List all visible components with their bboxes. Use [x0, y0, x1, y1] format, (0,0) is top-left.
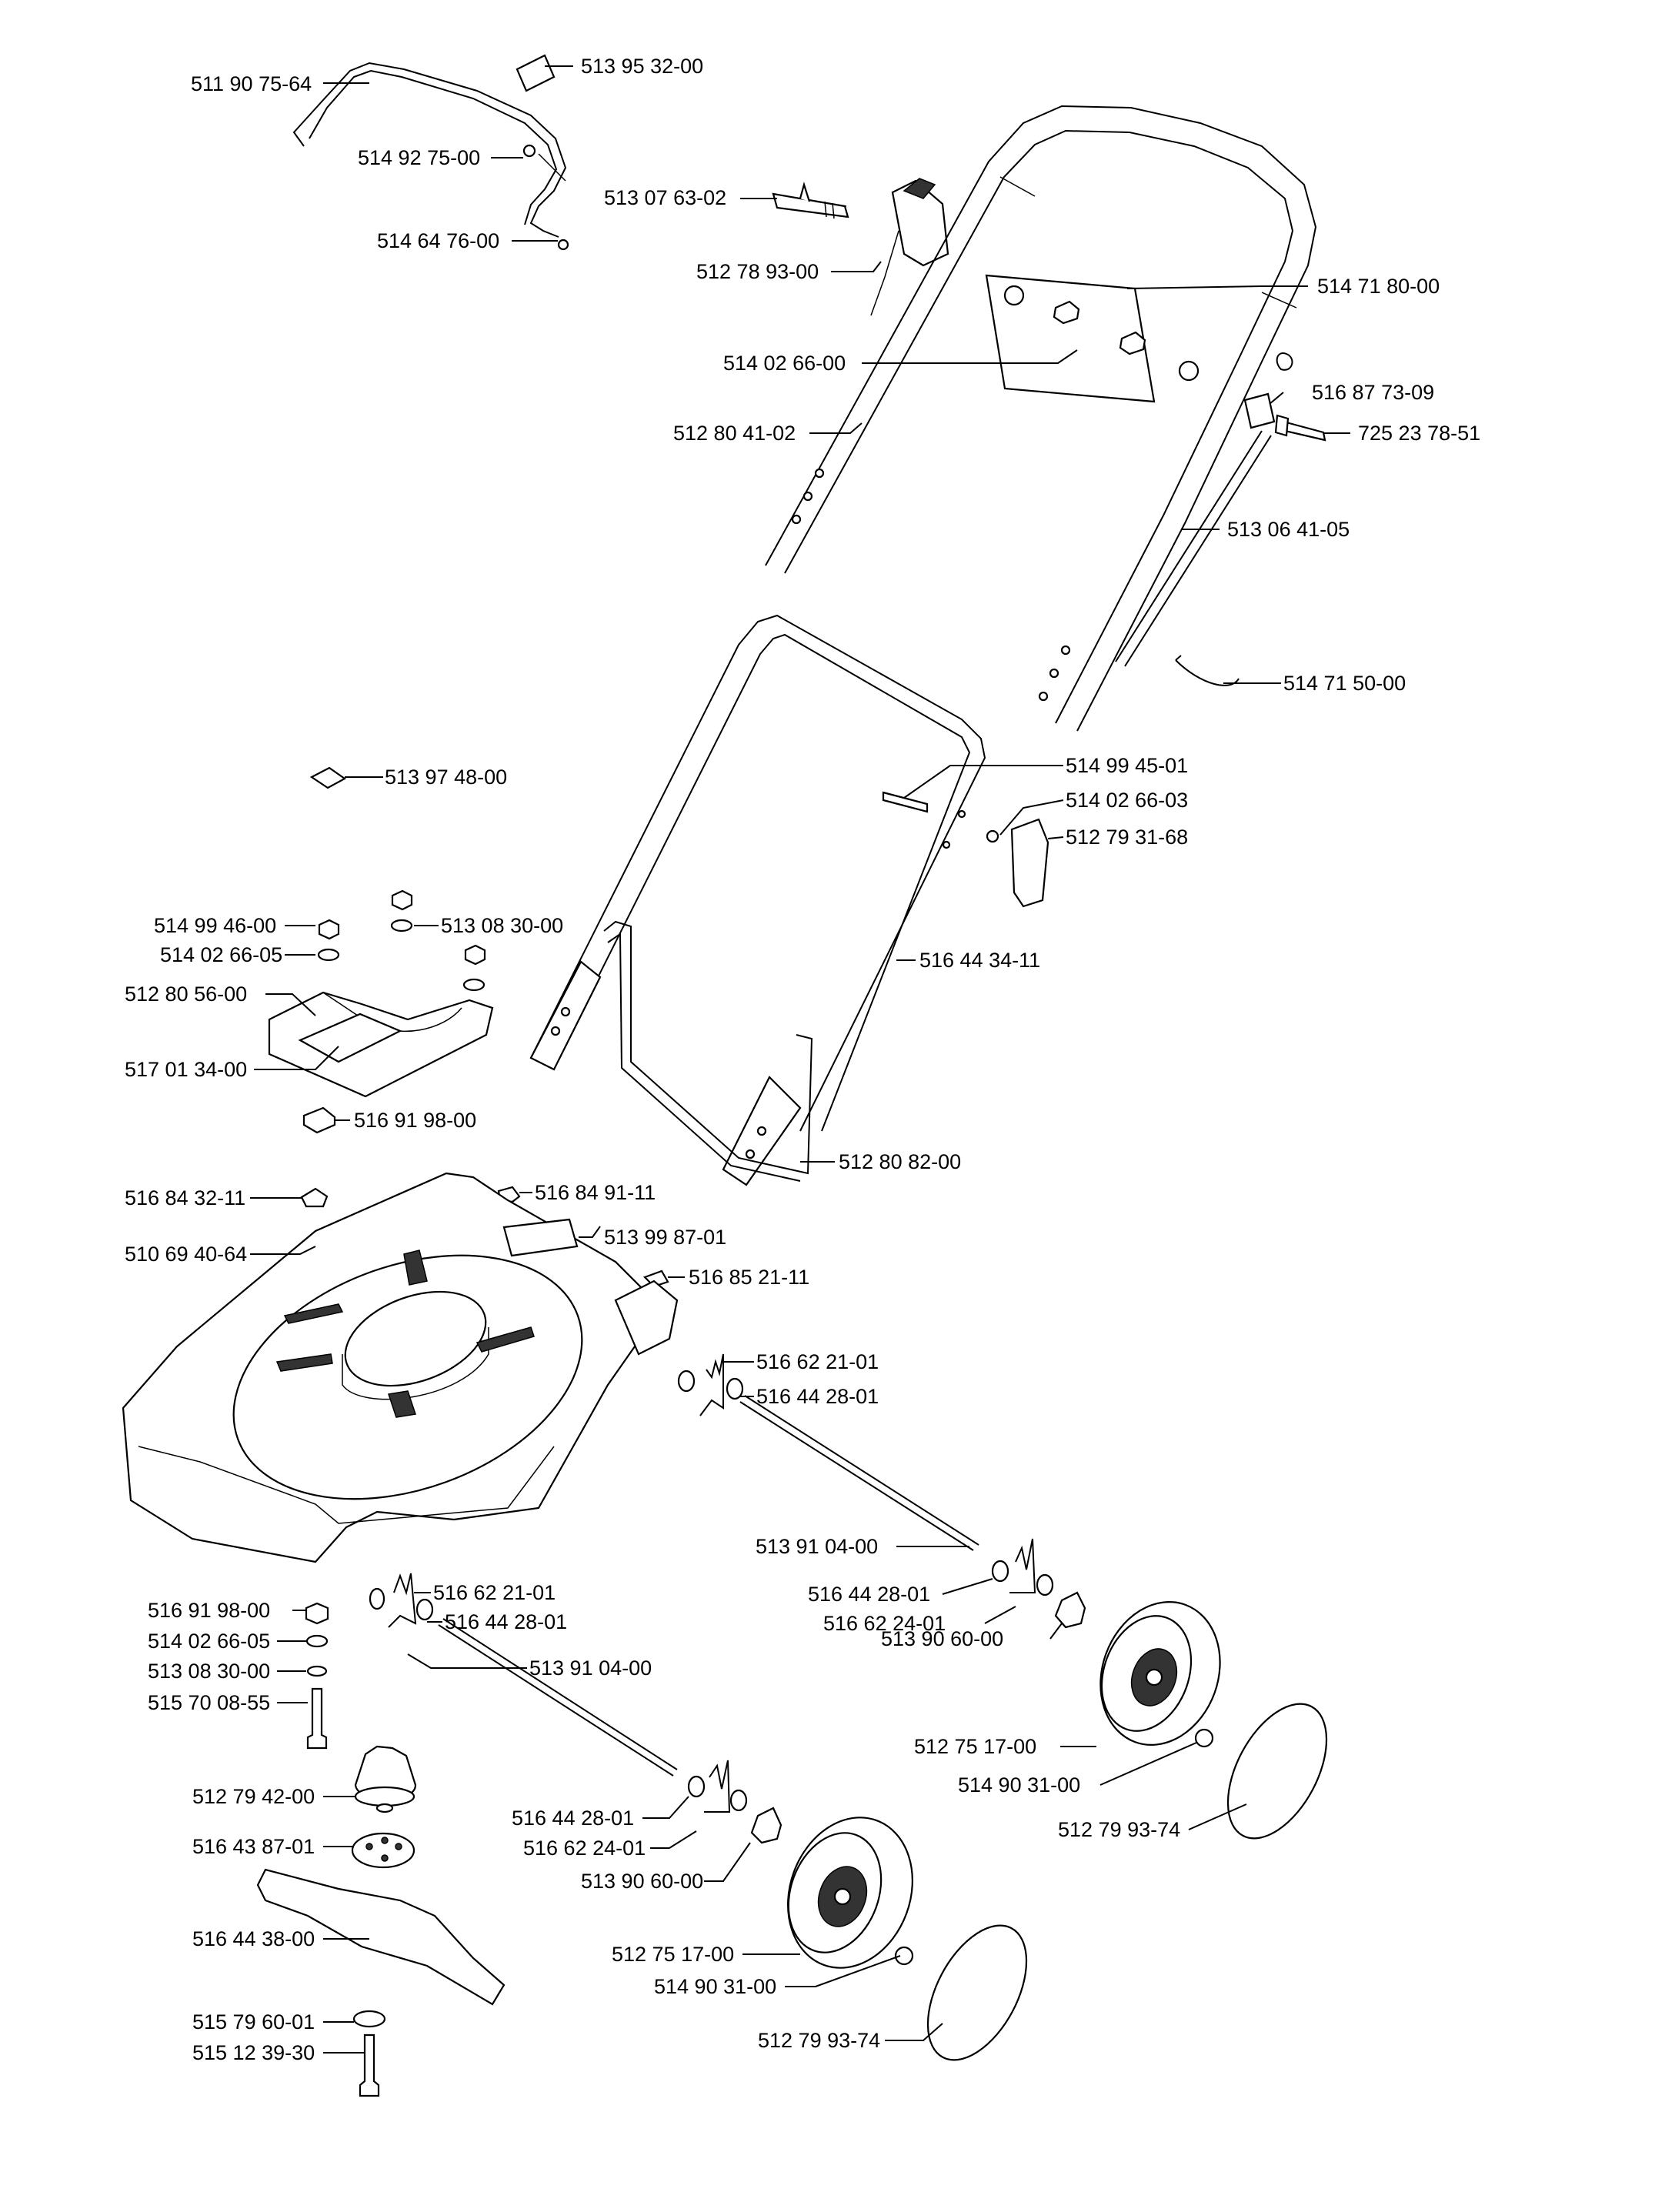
label-512-80-82-00: 512 80 82-00 [839, 1150, 961, 1173]
label-514-92-75-00: 514 92 75-00 [358, 146, 480, 169]
left-wheel-nut-part [894, 1946, 914, 1966]
label-513-90-60-00-right: 513 90 60-00 [881, 1627, 1003, 1650]
label-513-06-41-05: 513 06 41-05 [1227, 518, 1350, 541]
label-514-02-66-00: 514 02 66-00 [723, 352, 846, 375]
label-516-44-34-11: 516 44 34-11 [919, 949, 1040, 972]
label-510-69-40-64: 510 69 40-64 [125, 1243, 247, 1266]
label-513-91-04-00-upper: 513 91 04-00 [756, 1535, 878, 1558]
bushing-part [302, 1106, 336, 1134]
label-514-99-45-01: 514 99 45-01 [1066, 754, 1188, 777]
right-axle-group-part [677, 1353, 1086, 1629]
bail-bar-part [292, 62, 569, 251]
label-513-91-04-00-lower: 513 91 04-00 [529, 1656, 652, 1680]
label-514-02-66-03: 514 02 66-03 [1066, 789, 1188, 812]
label-514-71-80-00: 514 71 80-00 [1317, 275, 1440, 298]
label-517-01-34-00: 517 01 34-00 [125, 1058, 247, 1081]
label-513-99-87-01: 513 99 87-01 [604, 1226, 726, 1249]
label-725-23-78-51: 725 23 78-51 [1358, 422, 1480, 445]
label-516-43-87-01: 516 43 87-01 [192, 1835, 315, 1858]
throttle-lever-part [870, 178, 949, 316]
label-512-78-93-00: 512 78 93-00 [696, 260, 819, 283]
upper-handle-part [765, 105, 1317, 732]
blade-washer-part [351, 1832, 415, 1869]
lower-handle-part [529, 614, 986, 1186]
blade-adapter-part [354, 1745, 417, 1813]
label-516-44-28-01-right: 516 44 28-01 [808, 1583, 930, 1606]
left-axle-group-part [369, 1573, 782, 1844]
label-515-70-08-55: 515 70 08-55 [148, 1691, 270, 1714]
label-516-44-28-01-upper: 516 44 28-01 [756, 1385, 879, 1408]
label-516-91-98-00: 516 91 98-00 [354, 1109, 476, 1132]
label-516-62-21-01-lower: 516 62 21-01 [433, 1581, 556, 1604]
label-514-99-46-00: 514 99 46-00 [154, 914, 276, 937]
label-512-79-93-74-left: 512 79 93-74 [758, 2029, 880, 2052]
label-512-75-17-00-right: 512 75 17-00 [914, 1735, 1036, 1758]
blade-part [256, 1868, 506, 2006]
screw-a-part [300, 1187, 329, 1208]
handle-bolt-part [882, 791, 929, 813]
label-512-79-31-68: 512 79 31-68 [1066, 826, 1188, 849]
cable-tie-part [1276, 352, 1293, 371]
label-514-71-50-00: 514 71 50-00 [1283, 672, 1406, 695]
right-wheel-nut-part [1194, 1728, 1214, 1748]
label-516-85-21-11: 516 85 21-11 [689, 1266, 809, 1289]
handle-washer-part [986, 829, 999, 843]
label-516-44-38-00: 516 44 38-00 [192, 1927, 315, 1950]
label-516-62-24-01-left: 516 62 24-01 [523, 1837, 646, 1860]
label-515-79-60-01: 515 79 60-01 [192, 2010, 315, 2034]
left-hubcap-part [926, 1924, 1028, 2061]
mower-deck-part [122, 1172, 679, 1563]
label-513-90-60-00-left: 513 90 60-00 [581, 1870, 703, 1893]
label-512-80-56-00: 512 80 56-00 [125, 983, 247, 1006]
label-513-97-48-00: 513 97 48-00 [385, 766, 507, 789]
label-516-84-91-11: 516 84 91-11 [535, 1181, 656, 1204]
label-513-08-30-00-lower: 513 08 30-00 [148, 1660, 270, 1683]
label-516-87-73-09: 516 87 73-09 [1312, 381, 1434, 404]
label-516-44-28-01-lower: 516 44 28-01 [445, 1610, 567, 1633]
label-516-62-24-01-right: 516 62 24-01 [823, 1612, 946, 1635]
wire-bail-part [603, 920, 813, 1182]
right-wheel-part [1099, 1601, 1221, 1746]
label-516-91-98-00-lower: 516 91 98-00 [148, 1599, 270, 1622]
small-diamond-part [309, 766, 347, 789]
sticker-part [516, 54, 556, 92]
label-512-75-17-00-left: 512 75 17-00 [612, 1943, 734, 1966]
rear-flap-part [268, 991, 494, 1098]
label-516-62-21-01-upper: 516 62 21-01 [756, 1350, 879, 1373]
label-514-64-76-00: 514 64 76-00 [377, 229, 499, 252]
part-number-labels: 511 90 75-64 513 95 32-00 514 92 75-00 5… [125, 55, 1480, 2064]
label-512-79-42-00: 512 79 42-00 [192, 1785, 315, 1808]
label-512-80-41-02: 512 80 41-02 [673, 422, 796, 445]
label-513-08-30-00: 513 08 30-00 [441, 914, 563, 937]
label-513-95-32-00: 513 95 32-00 [581, 55, 703, 78]
handle-knob-part [1010, 818, 1049, 908]
label-514-90-31-00-left: 514 90 31-00 [654, 1975, 776, 1998]
hose-clip-part [1175, 655, 1240, 686]
left-wheel-part [787, 1817, 913, 1969]
blade-hardware-stack-part [305, 1602, 329, 1750]
control-box-part [985, 274, 1200, 403]
label-516-44-28-01-left: 516 44 28-01 [512, 1807, 634, 1830]
nut-washer-set-part [317, 889, 486, 992]
cable-part [1115, 430, 1272, 667]
label-514-02-66-05: 514 02 66-05 [160, 943, 282, 966]
blade-bottom-washer-part [352, 2010, 386, 2028]
label-512-79-93-74-right: 512 79 93-74 [1058, 1818, 1180, 1841]
cable-pin-part [772, 182, 849, 219]
label-513-07-63-02: 513 07 63-02 [604, 186, 726, 209]
leader-lines [250, 65, 1350, 2054]
label-514-02-66-05-lower: 514 02 66-05 [148, 1630, 270, 1653]
label-515-12-39-30: 515 12 39-30 [192, 2041, 315, 2064]
label-514-90-31-00-right: 514 90 31-00 [958, 1773, 1080, 1797]
cable-clamp-part [1243, 392, 1326, 442]
label-516-84-32-11: 516 84 32-11 [125, 1186, 245, 1209]
label-511-90-75-64: 511 90 75-64 [191, 72, 312, 95]
right-hubcap-part [1226, 1703, 1328, 1840]
blade-bolt-part [359, 2034, 380, 2097]
